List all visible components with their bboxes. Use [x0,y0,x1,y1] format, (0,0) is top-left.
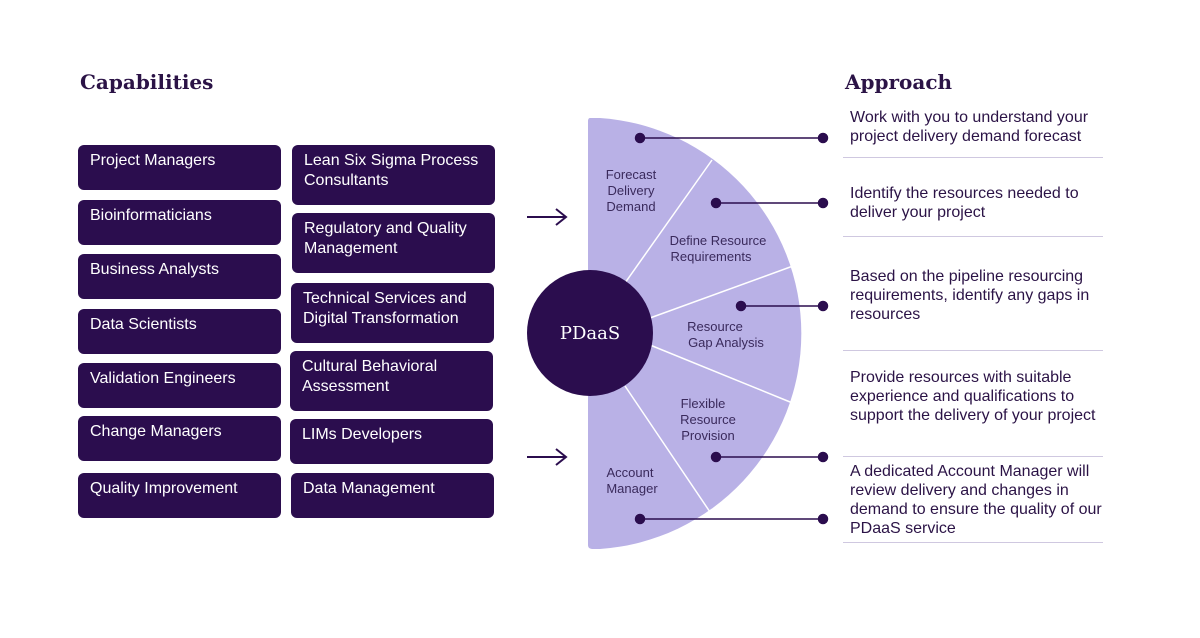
capability-label: Data Management [303,480,435,497]
approach-item: Based on the pipeline resourcing require… [843,267,1103,351]
capabilities-heading: Capabilities [80,70,214,94]
hub-label: PDaaS [560,323,620,344]
connector-lines [634,132,829,525]
capability-box: Cultural Behavioral Assessment [290,351,493,411]
capability-box: Regulatory and Quality Management [292,213,495,273]
capability-label: Lean Six Sigma Process Consultants [304,152,479,189]
capability-box: Business Analysts [78,254,281,299]
approach-item: Identify the resources needed to deliver… [843,184,1103,237]
segment-label-line: Gap Analysis [688,335,764,350]
capability-box: Change Managers [78,416,281,461]
fan-shape [588,118,802,549]
pdaas-hub [527,270,653,396]
capability-box: Data Scientists [78,309,281,354]
segment-label-line: Define Resource [670,233,767,248]
segment-label-line: Resource [687,319,743,334]
segment-label-line: Requirements [671,249,752,264]
capability-box: Validation Engineers [78,363,281,408]
approach-item: A dedicated Account Manager will review … [843,462,1103,543]
segment-define-resource: Define Resource Requirements [670,233,767,264]
segment-gap-analysis: Resource Gap Analysis [687,319,764,350]
segment-label-line: Account [607,465,654,480]
arrow-right-icon [527,208,568,226]
capability-box: Project Managers [78,145,281,190]
capability-box: Data Management [291,473,494,518]
capability-label: Cultural Behavioral Assessment [302,358,438,395]
segment-account-manager: Account Manager [606,465,658,496]
segment-forecast: Forecast Delivery Demand [606,167,657,214]
segment-flexible-provision: Flexible Resource Provision [680,396,736,443]
capability-label: Bioinformaticians [90,207,212,224]
capability-box: Technical Services and Digital Transform… [291,283,494,343]
capability-label: Change Managers [90,423,222,440]
approach-heading: Approach [845,70,953,94]
segment-label-line: Provision [681,428,734,443]
capability-label: LIMs Developers [302,426,423,443]
capability-label: Validation Engineers [90,370,236,387]
approach-item: Work with you to understand your project… [843,108,1103,158]
capability-box: Lean Six Sigma Process Consultants [292,145,495,205]
segment-label-line: Delivery [608,183,655,198]
capability-label: Business Analysts [90,261,219,278]
capability-box: Bioinformaticians [78,200,281,245]
segment-label-line: Demand [606,199,655,214]
approach-item: Provide resources with suitable experien… [843,368,1103,457]
segment-label-line: Flexible [681,396,726,411]
capability-label: Technical Services and Digital Transform… [303,290,467,327]
segment-label-line: Resource [680,412,736,427]
arrow-right-icon [527,448,568,466]
capability-box: Quality Improvement [78,473,281,518]
capability-label: Data Scientists [90,316,197,333]
capability-label: Project Managers [90,152,216,169]
segment-dividers [619,159,796,513]
segment-label-line: Manager [606,481,658,496]
segment-label-line: Forecast [606,167,657,182]
capability-box: LIMs Developers [290,419,493,464]
capability-label: Quality Improvement [90,480,238,497]
capability-label: Regulatory and Quality Management [304,220,467,257]
